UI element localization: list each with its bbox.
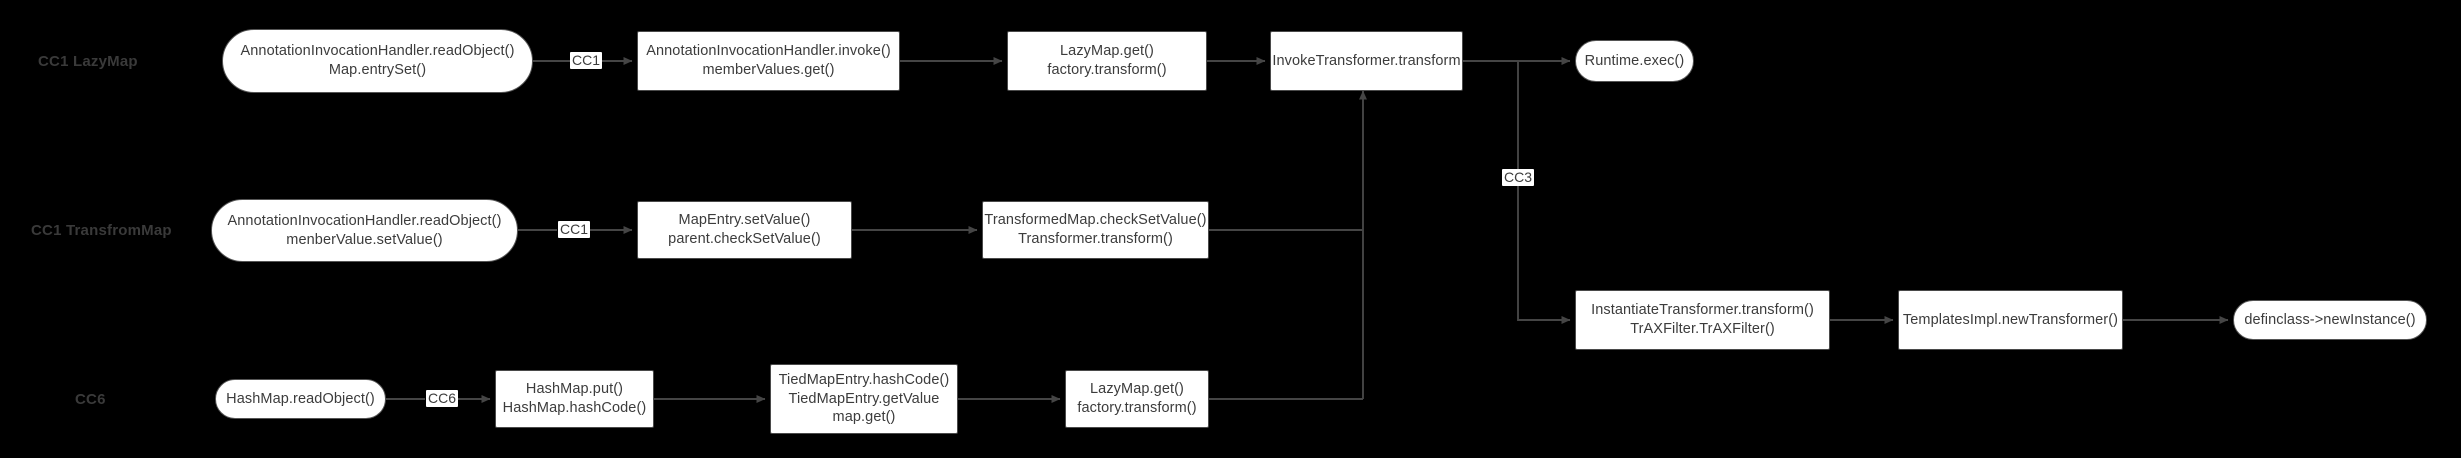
edge-n4-n13 (1517, 61, 1571, 324)
edge-label-cc1-row1: CC1 (570, 52, 603, 69)
node-annotationinvocationhandler-readobject-entryset[interactable]: AnnotationInvocationHandler.readObject()… (222, 29, 533, 93)
node-templatesimpl-newtransformer[interactable]: TemplatesImpl.newTransformer() (1898, 290, 2123, 350)
row-label-cc1-transfrommap: CC1 TransfromMap (31, 222, 172, 239)
node-label: AnnotationInvocationHandler.invoke() mem… (646, 43, 891, 78)
node-definclass-newinstance[interactable]: definclass->newInstance() (2233, 300, 2427, 340)
node-annotationinvocationhandler-readobject-setvalue[interactable]: AnnotationInvocationHandler.readObject()… (211, 199, 518, 262)
edge-label-cc1-row2: CC1 (558, 221, 591, 238)
node-hashmap-put-hashcode[interactable]: HashMap.put() HashMap.hashCode() (495, 370, 654, 428)
node-label: Runtime.exec() (1584, 52, 1685, 69)
node-label: definclass->newInstance() (2244, 311, 2416, 328)
node-label: TemplatesImpl.newTransformer() (1902, 311, 2119, 328)
node-invoketransformer-transform[interactable]: InvokeTransformer.transform (1270, 31, 1463, 91)
node-label: TiedMapEntry.hashCode() TiedMapEntry.get… (778, 371, 950, 426)
node-label: HashMap.put() HashMap.hashCode() (502, 381, 647, 416)
node-label: InstantiateTransformer.transform() TrAXF… (1591, 302, 1814, 337)
node-label: LazyMap.get() factory.transform() (1077, 381, 1197, 416)
edge-label-cc6-row3: CC6 (426, 390, 459, 407)
node-annotationinvocationhandler-invoke[interactable]: AnnotationInvocationHandler.invoke() mem… (637, 31, 900, 91)
node-lazymap-get-row1[interactable]: LazyMap.get() factory.transform() (1007, 31, 1207, 91)
node-label: TransformedMap.checkSetValue() Transform… (984, 212, 1207, 247)
node-label: AnnotationInvocationHandler.readObject()… (240, 43, 515, 78)
node-label: LazyMap.get() factory.transform() (1047, 43, 1167, 78)
node-instantiatetransformer-transform[interactable]: InstantiateTransformer.transform() TrAXF… (1575, 290, 1830, 350)
edge-label-cc3: CC3 (1502, 169, 1535, 186)
node-label: AnnotationInvocationHandler.readObject()… (227, 212, 502, 248)
node-runtime-exec[interactable]: Runtime.exec() (1575, 40, 1694, 82)
node-hashmap-readobject[interactable]: HashMap.readObject() (215, 379, 386, 419)
node-label: HashMap.readObject() (226, 390, 375, 407)
node-lazymap-get-row3[interactable]: LazyMap.get() factory.transform() (1065, 370, 1209, 428)
node-mapentry-setvalue[interactable]: MapEntry.setValue() parent.checkSetValue… (637, 201, 852, 259)
node-label: MapEntry.setValue() parent.checkSetValue… (668, 212, 821, 247)
row-label-cc6: CC6 (75, 391, 106, 408)
row-label-cc1-lazymap: CC1 LazyMap (38, 53, 138, 70)
node-label: InvokeTransformer.transform (1272, 52, 1461, 69)
node-transformedmap-checksetvalue[interactable]: TransformedMap.checkSetValue() Transform… (982, 201, 1209, 259)
node-tiedmapentry-hashcode[interactable]: TiedMapEntry.hashCode() TiedMapEntry.get… (770, 364, 958, 434)
